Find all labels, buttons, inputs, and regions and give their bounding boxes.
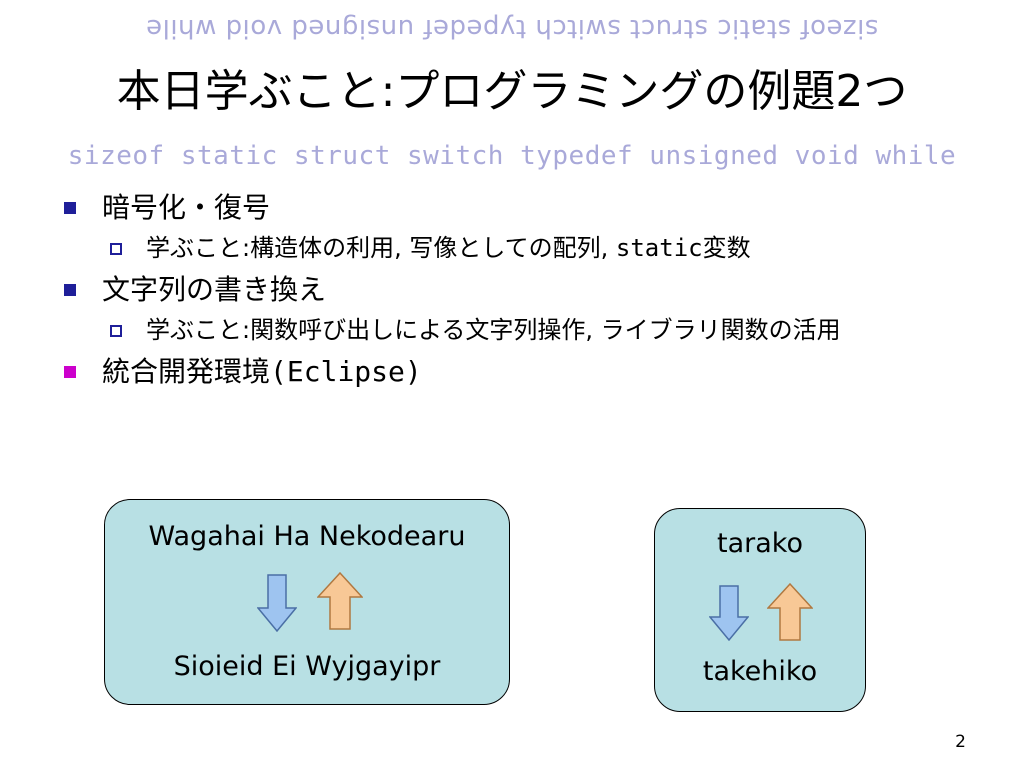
rewritten-word-label: takehiko — [702, 656, 818, 687]
bullet-code: (Eclipse) — [270, 355, 422, 388]
example-box-cipher: Wagahai Ha Nekodearu Sioieid Ei Wyjgayip… — [104, 499, 510, 705]
arrow-down-icon — [709, 585, 749, 641]
arrow-down-icon — [257, 574, 297, 632]
slide-title: 本日学ぶこと:プログラミングの例題2つ — [116, 66, 908, 117]
arrow-up-icon — [317, 572, 363, 630]
sub-bullet-code: static — [615, 234, 703, 262]
bullet-encryption: 暗号化・復号 — [62, 188, 962, 228]
bullet-square-icon — [64, 202, 76, 214]
decorative-keywords: sizeof static struct switch typedef unsi… — [67, 141, 957, 171]
bullet-hollow-square-icon — [110, 325, 122, 337]
plaintext-label: Wagahai Ha Nekodearu — [148, 521, 466, 552]
bullet-hollow-square-icon — [110, 243, 122, 255]
original-word-label: tarako — [717, 528, 803, 559]
sub-bullet-encryption: 学ぶこと:構造体の利用, 写像としての配列, static変数 — [62, 232, 962, 264]
bullet-list: 暗号化・復号 学ぶこと:構造体の利用, 写像としての配列, static変数 文… — [62, 188, 962, 396]
bullet-string-rewrite: 文字列の書き換え — [62, 270, 962, 310]
bullet-square-icon — [64, 284, 76, 296]
sub-bullet-tail: 変数 — [702, 234, 751, 262]
bullet-text: 統合開発環境 — [102, 355, 271, 388]
example-box-rewrite: tarako takehiko — [654, 508, 866, 712]
arrow-up-icon — [767, 583, 813, 641]
sub-bullet-string-rewrite: 学ぶこと:関数呼び出しによる文字列操作, ライブラリ関数の活用 — [62, 314, 946, 346]
decorative-keywords-mirrored: sizeof static struct switch typedef unsi… — [145, 13, 879, 43]
page-number: 2 — [955, 732, 966, 752]
bullet-ide: 統合開発環境(Eclipse) — [62, 352, 962, 392]
bullet-text: 暗号化・復号 — [102, 191, 271, 224]
sub-bullet-lead: 学ぶこと:構造体の利用, 写像としての配列, — [146, 234, 616, 262]
ciphertext-label: Sioieid Ei Wyjgayipr — [173, 651, 441, 682]
sub-bullet-lead: 学ぶこと:関数呼び出しによる文字列操作, ライブラリ関数の活用 — [146, 316, 841, 344]
bullet-text: 文字列の書き換え — [102, 273, 327, 306]
bullet-square-icon — [64, 366, 76, 378]
